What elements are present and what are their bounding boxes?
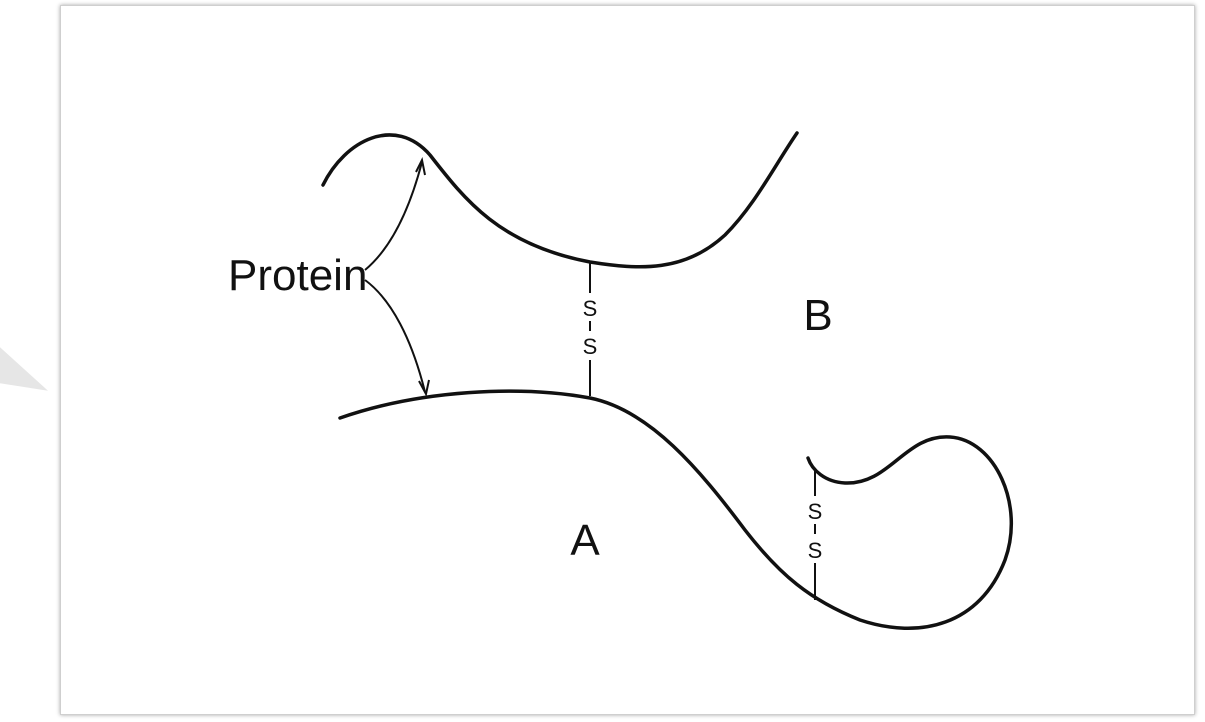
protein-pointer-arrows [365,160,429,394]
chain-b-label: B [803,291,832,340]
chain-a-label: A [570,516,600,565]
chain-b-strand [323,133,797,267]
chain-a-strand [340,391,1011,628]
interchain-disulfide-bond: S S [583,262,598,396]
protein-arrow-lower [365,280,425,392]
loop-sulfur-label-lower: S [808,538,823,563]
loop-sulfur-label-upper: S [808,499,823,524]
sulfur-label-upper: S [583,296,598,321]
intrachain-disulfide-bond: S S [808,468,823,600]
protein-label: Protein [228,251,367,300]
sulfur-label-lower: S [583,334,598,359]
protein-arrow-upper [365,162,422,270]
